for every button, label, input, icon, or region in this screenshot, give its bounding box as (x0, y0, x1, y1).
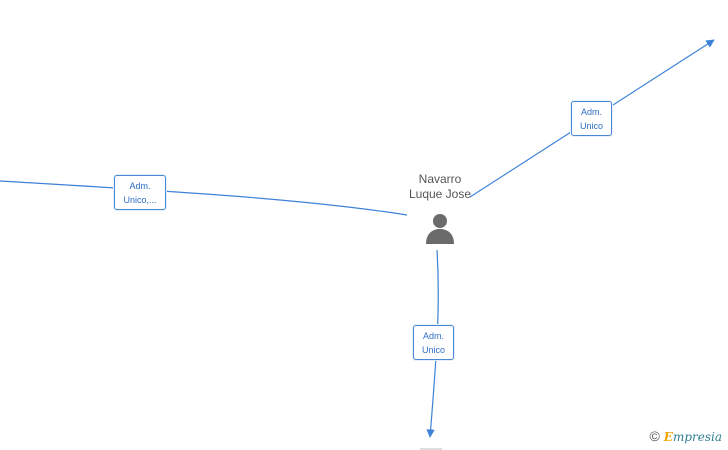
edge-label-left-line1: Adm. (129, 181, 151, 191)
person-name-line2: Luque Jose (408, 187, 472, 201)
edge-label-lower-line1: Adm. (422, 331, 444, 341)
person-icon[interactable] (424, 212, 456, 244)
person-name-line1: Navarro (418, 172, 462, 186)
edge-label-upper-line2: Unico (579, 121, 603, 131)
edge-label-upper-line1: Adm. (580, 107, 602, 117)
copyright-symbol: © (649, 428, 660, 444)
edge-label-left-line2: Unico,... (123, 195, 157, 205)
watermark: ©Empresia (649, 428, 722, 444)
brand-rest: mpresia (672, 430, 722, 444)
person-name[interactable]: Navarro Luque Jose (390, 172, 490, 202)
brand-initial: E (663, 430, 673, 444)
brand-logo: Empresia (664, 430, 722, 444)
edge-label-upper[interactable]: Adm. Unico (571, 101, 612, 136)
edge-label-left[interactable]: Adm. Unico,... (114, 175, 166, 210)
edge-left (0, 180, 408, 216)
edge-label-lower-line2: Unico (421, 345, 445, 355)
edge-label-lower[interactable]: Adm. Unico (413, 325, 454, 360)
